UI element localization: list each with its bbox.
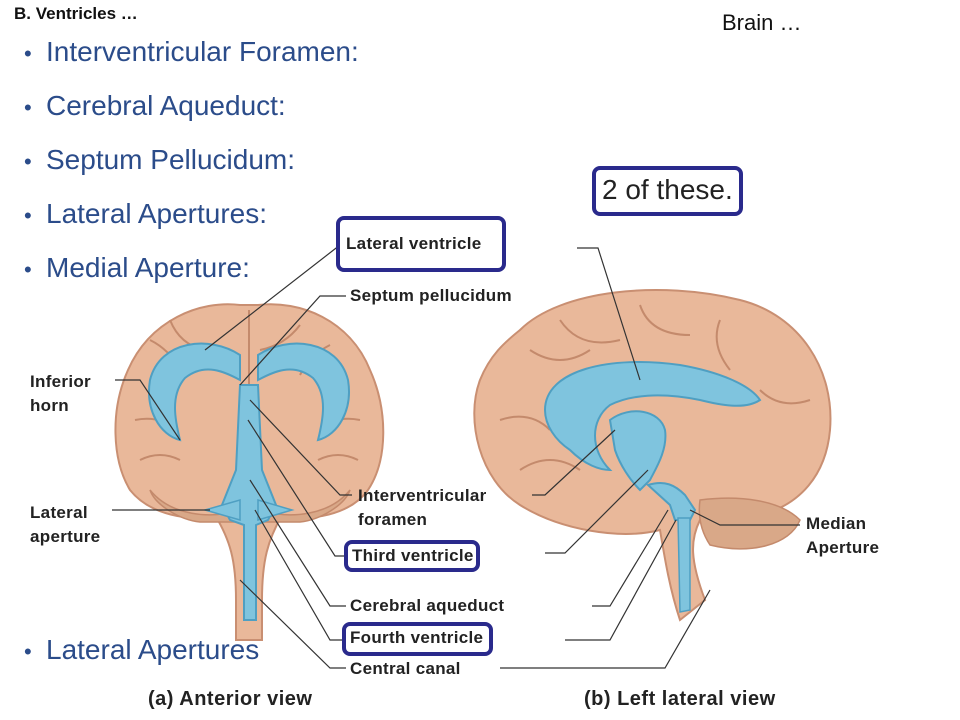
bullet-dot-icon: • (24, 149, 32, 174)
bullet-text: Medial Aperture: (46, 252, 250, 283)
leader-lines (112, 244, 800, 669)
label-lateral-ventricle-box: Lateral ventricle (336, 216, 506, 272)
label-septum-pellucidum: Septum pellucidum (350, 286, 512, 305)
lateral-brain-illustration (473, 289, 832, 622)
caption-anterior-view: (a) Anterior view (148, 688, 313, 710)
bullet-dot-icon: • (24, 257, 32, 282)
bullet-item: • Cerebral Aqueduct: (24, 90, 286, 122)
label-third-ventricle-box: Third ventricle (344, 540, 480, 572)
caption-lateral-view: (b) Left lateral view (584, 688, 776, 710)
bullet-item: • Septum Pellucidum: (24, 144, 295, 176)
label-fourth-ventricle: Fourth ventricle (350, 628, 484, 647)
label-median-aperture: Median Aperture (806, 514, 880, 557)
bullet-dot-icon: • (24, 41, 32, 66)
bullet-dot-icon: • (24, 203, 32, 228)
anterior-brain-illustration (114, 303, 385, 641)
label-central-canal: Central canal (350, 659, 461, 678)
bullet-dot-icon: • (24, 95, 32, 120)
topic-heading: Brain … (722, 10, 802, 35)
label-cerebral-aqueduct: Cerebral aqueduct (350, 596, 505, 615)
bullet-text: Septum Pellucidum: (46, 144, 296, 175)
label-interventricular-foramen: Interventricular foramen (358, 486, 487, 529)
label-inferior-horn: Inferior horn (30, 372, 91, 415)
label-lateral-ventricle: Lateral ventricle (346, 234, 482, 253)
label-lateral-aperture: Lateral aperture (30, 503, 101, 546)
bullet-text: Interventricular Foramen: (46, 36, 359, 67)
label-third-ventricle: Third ventricle (352, 546, 474, 565)
label-fourth-ventricle-box: Fourth ventricle (342, 622, 494, 656)
bullet-item-bottom: • Lateral Apertures (24, 634, 259, 666)
bullet-item: • Interventricular Foramen: (24, 36, 359, 68)
bullet-text: Cerebral Aqueduct: (46, 90, 286, 121)
bullet-dot-icon: • (24, 639, 32, 664)
bullet-text: Lateral Apertures (46, 634, 260, 665)
callout-text: 2 of these. (602, 174, 733, 205)
bullet-item: • Medial Aperture: (24, 252, 250, 284)
section-heading: B. Ventricles … (14, 4, 138, 23)
bullet-item: • Lateral Apertures: (24, 198, 267, 230)
callout-box: 2 of these. (592, 166, 743, 216)
bullet-text: Lateral Apertures: (46, 198, 268, 229)
